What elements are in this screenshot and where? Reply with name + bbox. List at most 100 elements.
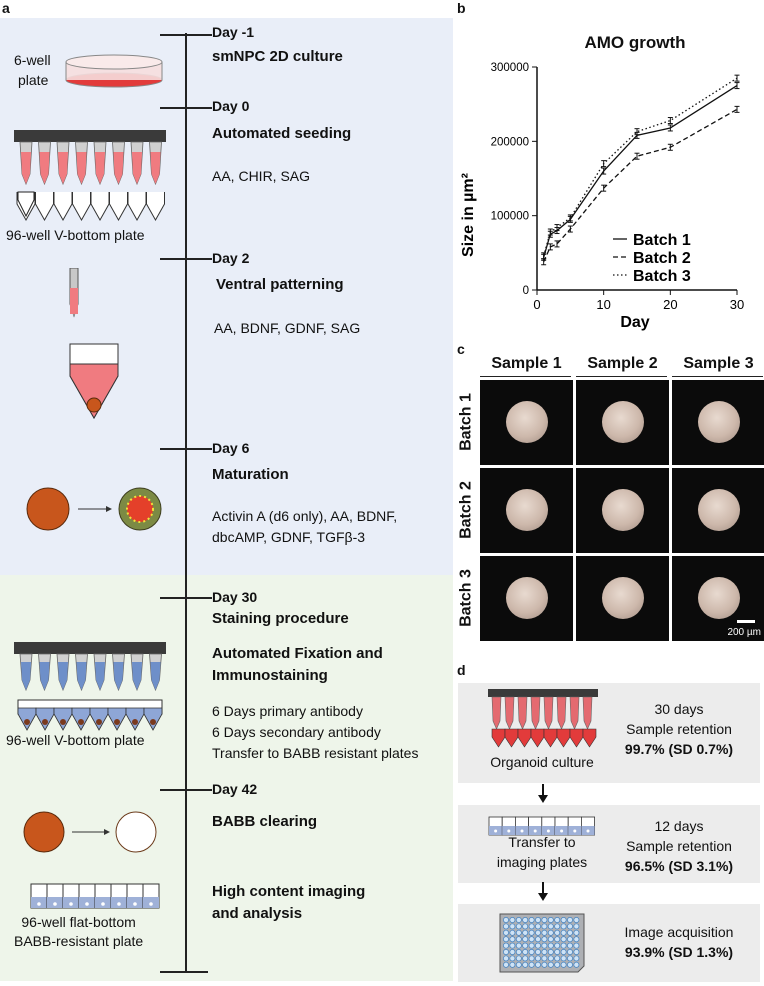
- flat-bottom-label-line: BABB-resistant plate: [14, 933, 144, 949]
- organoid-dot: [586, 829, 590, 833]
- microplate-well: [560, 936, 567, 943]
- column-header: Sample 1: [491, 355, 562, 372]
- v-bottom-well: [53, 192, 73, 222]
- microplate-well: [560, 955, 567, 962]
- microplate-well: [522, 942, 529, 949]
- six-well-plate-icon: [65, 54, 163, 88]
- timeline-tick: [160, 34, 212, 36]
- microplate-well: [573, 949, 580, 955]
- microplate-well: [554, 942, 561, 949]
- organoid-dot: [24, 719, 30, 725]
- organoid: [506, 401, 548, 443]
- microplate-well: [554, 949, 561, 955]
- microplate-well: [528, 955, 535, 962]
- retention-info: 30 days Sample retention 99.7% (SD 0.7%): [604, 699, 754, 759]
- organoid-dot: [494, 829, 498, 833]
- organoid-image: [672, 468, 764, 553]
- microplate-well: [522, 917, 529, 923]
- retention-period: 30 days: [654, 701, 704, 717]
- column-underline: [576, 376, 667, 377]
- retention-metric: Image acquisition: [624, 924, 734, 940]
- reagents-line: Transfer to BABB resistant plates: [212, 745, 419, 761]
- x-axis-label: Day: [620, 314, 649, 331]
- tip-liquid: [113, 152, 124, 184]
- stage-label: Maturation: [212, 466, 289, 483]
- microplate-well: [515, 936, 522, 943]
- v-bottom-well: [556, 728, 571, 748]
- organoid-dot: [507, 829, 511, 833]
- microplate-well: [515, 917, 522, 923]
- arrow-down-icon: [538, 784, 548, 803]
- series-line-2: [543, 108, 738, 263]
- microplate-well: [535, 961, 541, 968]
- pipette-tip: [517, 696, 528, 730]
- organoid-image: [480, 556, 573, 641]
- imaging-plate-icon: [488, 816, 596, 836]
- microplate-well: [573, 955, 580, 962]
- v-bottom-well: [582, 728, 597, 748]
- tip-liquid: [95, 152, 105, 184]
- microplate-well: [522, 936, 529, 943]
- v-bottom-well: [530, 728, 545, 748]
- timeline-end-tick: [160, 971, 208, 973]
- microplate-well: [522, 949, 529, 955]
- microplate-well: [573, 961, 580, 968]
- substage-line: Immunostaining: [212, 667, 328, 684]
- microplate-well: [509, 929, 516, 936]
- reagents-line: 6 Days secondary antibody: [212, 724, 381, 740]
- pipette-culture-icon: [488, 689, 598, 748]
- column-header: Sample 2: [587, 355, 658, 372]
- organoid: [506, 577, 548, 619]
- step-label: Transfer to imaging plates: [480, 832, 604, 872]
- microplate-well: [567, 929, 573, 936]
- microplate-well: [554, 917, 561, 923]
- panel-label-b: b: [457, 0, 466, 16]
- organoid: [698, 401, 740, 443]
- maturation-organoid-icon: [26, 487, 162, 531]
- v-bottom-well: [90, 192, 110, 222]
- microplate-well: [535, 923, 541, 930]
- organoid-dot: [133, 902, 137, 906]
- microplate-well: [567, 923, 573, 930]
- timeline-tick: [160, 597, 212, 599]
- microplate-well: [528, 929, 535, 936]
- pipette-tip: [582, 696, 593, 730]
- timeline-tick: [160, 789, 212, 791]
- organoid-image: [480, 380, 573, 465]
- microplate-well: [541, 917, 548, 923]
- microplate-well: [535, 942, 541, 949]
- six-well-label-line: plate: [18, 72, 49, 88]
- retention-info: Image acquisition 93.9% (SD 1.3%): [604, 922, 754, 962]
- retention-value: 96.5% (SD 3.1%): [624, 858, 734, 874]
- microplate-icon: [499, 913, 585, 973]
- tip-liquid: [76, 152, 87, 184]
- six-well-label: 6-well plate: [14, 50, 51, 90]
- y-tick-label: 200000: [491, 136, 529, 148]
- reagents-text: AA, CHIR, SAG: [212, 168, 311, 184]
- organoid-dot: [60, 719, 66, 725]
- day-label: Day 0: [212, 98, 250, 114]
- microplate-well: [541, 955, 548, 962]
- vbottom-plate-label: 96-well V-bottom plate: [6, 227, 145, 243]
- series-line-1: [543, 85, 738, 258]
- stage-label: Ventral patterning: [216, 276, 344, 293]
- v-bottom-well: [504, 728, 519, 748]
- microplate-well: [515, 942, 522, 949]
- microplate-well: [503, 942, 509, 949]
- microplate-well: [554, 936, 561, 943]
- organoid-dot: [533, 829, 537, 833]
- microplate-well: [515, 955, 522, 962]
- pipette-tip: [491, 696, 502, 730]
- organoid-dot: [96, 719, 102, 725]
- microplate-well: [573, 942, 580, 949]
- retention-info: 12 days Sample retention 96.5% (SD 3.1%): [604, 816, 754, 876]
- organoid-image: 200 µm: [672, 556, 764, 641]
- organoid-image: [672, 380, 764, 465]
- microplate-well: [535, 949, 541, 955]
- microplate-well: [503, 955, 509, 962]
- v-bottom-well: [569, 728, 584, 748]
- stage-label: smNPC 2D culture: [212, 48, 343, 65]
- stage-label: BABB clearing: [212, 813, 318, 830]
- scale-bar: [737, 620, 755, 623]
